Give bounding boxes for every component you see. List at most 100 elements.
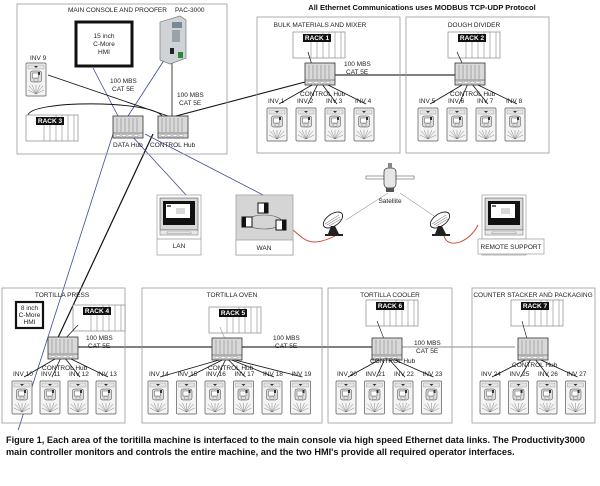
hmi-15-inch[interactable]: 15 inch C-More HMI bbox=[74, 20, 134, 68]
control-hub[interactable] bbox=[517, 337, 549, 361]
inverter-inv-26[interactable]: INV 26 bbox=[535, 359, 559, 415]
inverter-label: INV 7 bbox=[477, 98, 494, 105]
hmi-line: HMI bbox=[98, 49, 110, 56]
inverter-icon bbox=[536, 380, 558, 415]
inverter-label: INV 2 bbox=[297, 98, 314, 105]
inverter-inv-11[interactable]: INV 11 bbox=[39, 358, 61, 415]
control-hub[interactable] bbox=[371, 337, 403, 361]
station-title: DOUGH DIVIDER bbox=[448, 22, 501, 29]
inverter-inv-19[interactable]: INV 19 bbox=[234, 359, 312, 415]
inverter-label: INV 13 bbox=[97, 371, 117, 378]
rack-label: RACK 5 bbox=[221, 310, 246, 317]
inverter-link bbox=[458, 84, 468, 105]
rack-5[interactable]: RACK 5 bbox=[208, 306, 262, 334]
inverter-icon bbox=[335, 380, 357, 415]
inverter-label: INV 22 bbox=[394, 371, 414, 378]
inverter-inv-1[interactable]: INV 1 bbox=[266, 84, 313, 142]
inverter-inv-22[interactable]: INV 22 bbox=[389, 359, 415, 415]
station-title: TORTILLA OVEN bbox=[207, 292, 258, 299]
cube-icon bbox=[241, 202, 287, 231]
hub-label: CONTROL Hub bbox=[370, 358, 416, 365]
inverter-inv-7[interactable]: INV 7 bbox=[472, 84, 497, 142]
inverter-icon bbox=[95, 380, 117, 415]
inverter-inv-5[interactable]: INV 5 bbox=[417, 84, 463, 142]
hmi-line: HMI bbox=[24, 319, 36, 326]
inverter-label: INV 15 bbox=[178, 371, 198, 378]
inverter-icon bbox=[67, 380, 89, 415]
inverter-label: INV 17 bbox=[235, 371, 255, 378]
inverter-icon bbox=[233, 380, 254, 415]
ethernet-links bbox=[17, 47, 515, 430]
inverter-inv-9[interactable] bbox=[25, 62, 47, 97]
inverter-link bbox=[228, 359, 246, 378]
inverter-inv-17[interactable]: INV 17 bbox=[228, 359, 255, 415]
rack-1[interactable]: RACK 1 bbox=[292, 31, 346, 59]
control-hub[interactable] bbox=[211, 337, 243, 361]
inverter-inv-21[interactable]: INV 21 bbox=[364, 359, 386, 415]
inverter-link bbox=[159, 359, 220, 378]
inverter-inv-15[interactable]: INV 15 bbox=[176, 359, 223, 415]
inverter-link bbox=[429, 84, 463, 105]
rack-2[interactable]: RACK 2 bbox=[447, 31, 501, 59]
inverter-inv-2[interactable]: INV 2 bbox=[295, 84, 318, 142]
control-hub[interactable] bbox=[454, 62, 486, 86]
rack-4[interactable]: RACK 4 bbox=[72, 304, 126, 332]
inverter-inv-16[interactable]: INV 16 bbox=[204, 359, 226, 415]
rack-3[interactable]: RACK 3 bbox=[25, 114, 79, 142]
inverter-icon bbox=[504, 107, 526, 142]
hub-label: CONTROL Hub bbox=[512, 362, 558, 369]
inverter-inv-18[interactable]: INV 18 bbox=[231, 359, 283, 415]
remote-support-computer[interactable]: REMOTE SUPPORT bbox=[477, 194, 545, 256]
inverter-inv-3[interactable]: INV 3 bbox=[322, 84, 346, 142]
rack-6[interactable]: RACK 6 bbox=[365, 299, 419, 327]
link-label: 100 MBS bbox=[110, 78, 137, 85]
inverter-label: INV 21 bbox=[366, 371, 386, 378]
inverter-inv-24[interactable]: INV 24 bbox=[479, 359, 526, 415]
inverter-inv-12[interactable]: INV 12 bbox=[65, 358, 90, 415]
controller-label: PAC-3000 bbox=[175, 7, 205, 14]
pac-3000-controller-icon[interactable] bbox=[159, 15, 187, 65]
control-hub-main[interactable] bbox=[157, 115, 189, 139]
inverter-inv-23[interactable]: INV 23 bbox=[394, 359, 443, 415]
network-diagram: All Ethernet Communications uses MODBUS … bbox=[1, 3, 596, 430]
hmi-line: 15 inch bbox=[94, 33, 115, 40]
link-label: 100 MBS bbox=[177, 92, 204, 99]
inverter-label: INV 25 bbox=[510, 371, 530, 378]
rack-7[interactable]: RACK 7 bbox=[510, 299, 564, 327]
inverter-link bbox=[51, 358, 61, 378]
link-label: CAT 5E bbox=[88, 343, 111, 350]
lan-computer[interactable]: LAN bbox=[156, 194, 202, 256]
inverter-icon bbox=[479, 380, 501, 415]
inverter-inv-25[interactable]: INV 25 bbox=[508, 359, 531, 415]
station-counter-stacker: COUNTER STACKER AND PACKAGING RACK 7 CON… bbox=[471, 287, 596, 424]
inverter-inv-4[interactable]: INV 4 bbox=[327, 84, 375, 142]
inverter-inv-13[interactable]: INV 13 bbox=[70, 358, 117, 415]
inverter-icon bbox=[261, 380, 283, 415]
inverter-link bbox=[472, 84, 489, 105]
inverter-link bbox=[278, 84, 313, 105]
inverter-icon bbox=[392, 380, 414, 415]
inverter-label: INV 18 bbox=[263, 371, 283, 378]
inverter-inv-8[interactable]: INV 8 bbox=[477, 84, 526, 142]
inverter-icon bbox=[421, 380, 442, 415]
control-hub[interactable] bbox=[47, 336, 79, 360]
inverter-label: INV 12 bbox=[69, 371, 89, 378]
inverter-link bbox=[389, 359, 406, 378]
inverter-label: INV 9 bbox=[30, 55, 47, 62]
control-hub-label: CONTROL Hub bbox=[150, 142, 196, 149]
inverter-inv-14[interactable]: INV 14 bbox=[147, 359, 220, 415]
main-console-title: MAIN CONSOLE AND PROOFER bbox=[68, 7, 167, 14]
inverter-inv-6[interactable]: INV 6 bbox=[446, 84, 468, 142]
hmi-line: C-More bbox=[19, 312, 41, 319]
control-hub[interactable] bbox=[304, 62, 336, 86]
inverter-inv-27[interactable]: INV 27 bbox=[540, 359, 587, 415]
wan-node[interactable]: WAN bbox=[235, 194, 294, 256]
inverter-inv-20[interactable]: INV 20 bbox=[335, 359, 380, 415]
inverter-link bbox=[307, 84, 318, 105]
station-tortilla-oven: TORTILLA OVEN RACK 5 CONTROL Hub 100 MBS… bbox=[141, 287, 323, 424]
inverter-link bbox=[70, 358, 109, 378]
hmi-8-inch[interactable]: 8 inch C-More HMI bbox=[14, 300, 45, 330]
data-hub[interactable] bbox=[112, 115, 144, 139]
inverter-inv-10[interactable]: INV 10 bbox=[11, 358, 56, 415]
inverter-icon bbox=[147, 380, 169, 415]
